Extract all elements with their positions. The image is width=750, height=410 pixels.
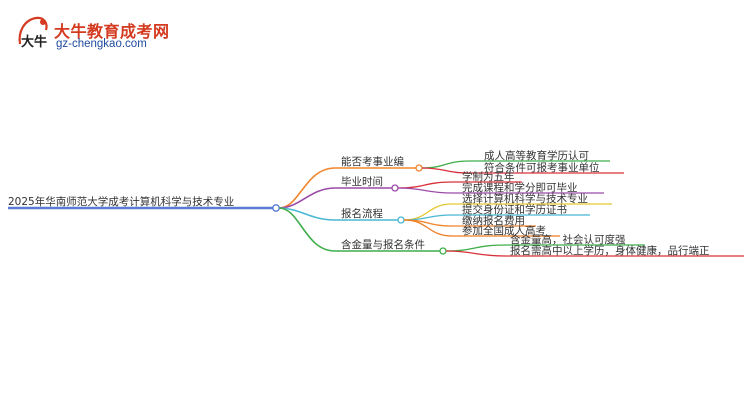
leaf-label-4-2: 报名需高中以上学历，身体健康，品行端正 xyxy=(510,245,710,257)
branch-dot-3 xyxy=(397,216,405,224)
leaf-connector-4-1 xyxy=(445,244,506,252)
leaf-label-2-2: 完成课程和学分即可毕业 xyxy=(462,182,578,194)
branch-dot-4 xyxy=(439,247,447,255)
branch-label-4: 含金量与报名条件 xyxy=(341,239,425,251)
leaf-label-4-1: 含金量高，社会认可度强 xyxy=(510,234,626,246)
leaf-label-3-4: 参加全国成人高考 xyxy=(462,225,546,237)
leaf-label-1-2: 符合条件可报考事业单位 xyxy=(484,162,600,174)
site-logo: 大牛 大牛教育成考网 gz-chengkao.com xyxy=(14,14,174,58)
logo-brand: 大牛教育成考网 xyxy=(54,22,170,41)
leaf-label-2-1: 学制为五年 xyxy=(462,171,515,183)
leaf-connector-2-1 xyxy=(397,181,453,189)
leaf-connector-1-2 xyxy=(421,167,471,174)
leaf-label-1-1: 成人高等教育学历认可 xyxy=(484,150,589,162)
branch-label-1: 能否考事业编 xyxy=(341,156,404,168)
leaf-connector-2-2 xyxy=(397,187,453,194)
root-topic: 2025年华南师范大学成考计算机科学与技术专业 xyxy=(8,196,235,208)
branch-connector-4 xyxy=(278,207,336,252)
logo-domain: gz-chengkao.com xyxy=(56,38,147,50)
leaf-connector-4-2 xyxy=(445,250,506,257)
logo-mark-icon: 大牛 xyxy=(18,16,48,50)
branch-dot-2 xyxy=(391,184,399,192)
leaf-connector-1-1 xyxy=(421,160,471,169)
root-node-dot xyxy=(272,204,280,212)
branch-label-2: 毕业时间 xyxy=(341,176,383,188)
leaf-connector-3-4 xyxy=(403,219,453,237)
branch-connector-2 xyxy=(278,187,336,209)
logo-mark-text: 大牛 xyxy=(21,34,47,50)
leaf-label-3-2: 提交身份证和学历证书 xyxy=(462,204,567,216)
branch-label-3: 报名流程 xyxy=(341,208,383,220)
leaf-connector-3-2 xyxy=(403,214,453,221)
leaf-label-3-1: 选择计算机科学与技术专业 xyxy=(462,193,588,205)
leaf-label-3-3: 缴纳报名费用 xyxy=(462,215,525,227)
branch-dot-1 xyxy=(415,164,423,172)
